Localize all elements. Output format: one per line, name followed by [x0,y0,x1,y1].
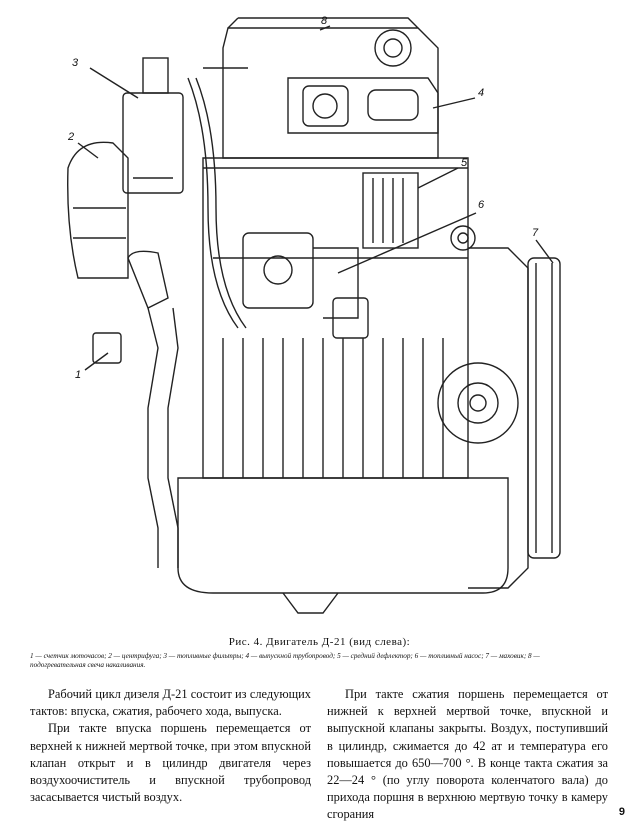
callout-5: 5 [461,157,468,169]
engine-figure: 3 2 1 4 5 6 7 8 [38,8,598,630]
callout-3: 3 [72,57,79,69]
paragraph: При такте сжатия поршень перемещается от… [327,687,608,822]
text-column-left: Рабочий цикл дизеля Д-21 состоит из след… [30,686,311,806]
callout-8: 8 [321,15,328,27]
callout-4: 4 [478,87,484,99]
callout-6: 6 [478,199,485,211]
callout-2: 2 [67,131,74,143]
paragraph: При такте впуска поршень перемещается от… [30,721,311,805]
text-column-right: При такте сжатия поршень перемещается от… [327,686,608,824]
page-number: 9 [618,806,625,818]
callout-7: 7 [532,227,539,239]
callout-1: 1 [75,369,81,381]
figure-caption-title: Рис. 4. Двигатель Д-21 (вид слева): [228,636,411,648]
engine-drawing: 3 2 1 4 5 6 7 8 [67,15,561,614]
paragraph: Рабочий цикл дизеля Д-21 состоит из след… [30,687,311,719]
figure-legend: 1 — счетчик моточасов; 2 — центрифуга; 3… [30,652,540,669]
